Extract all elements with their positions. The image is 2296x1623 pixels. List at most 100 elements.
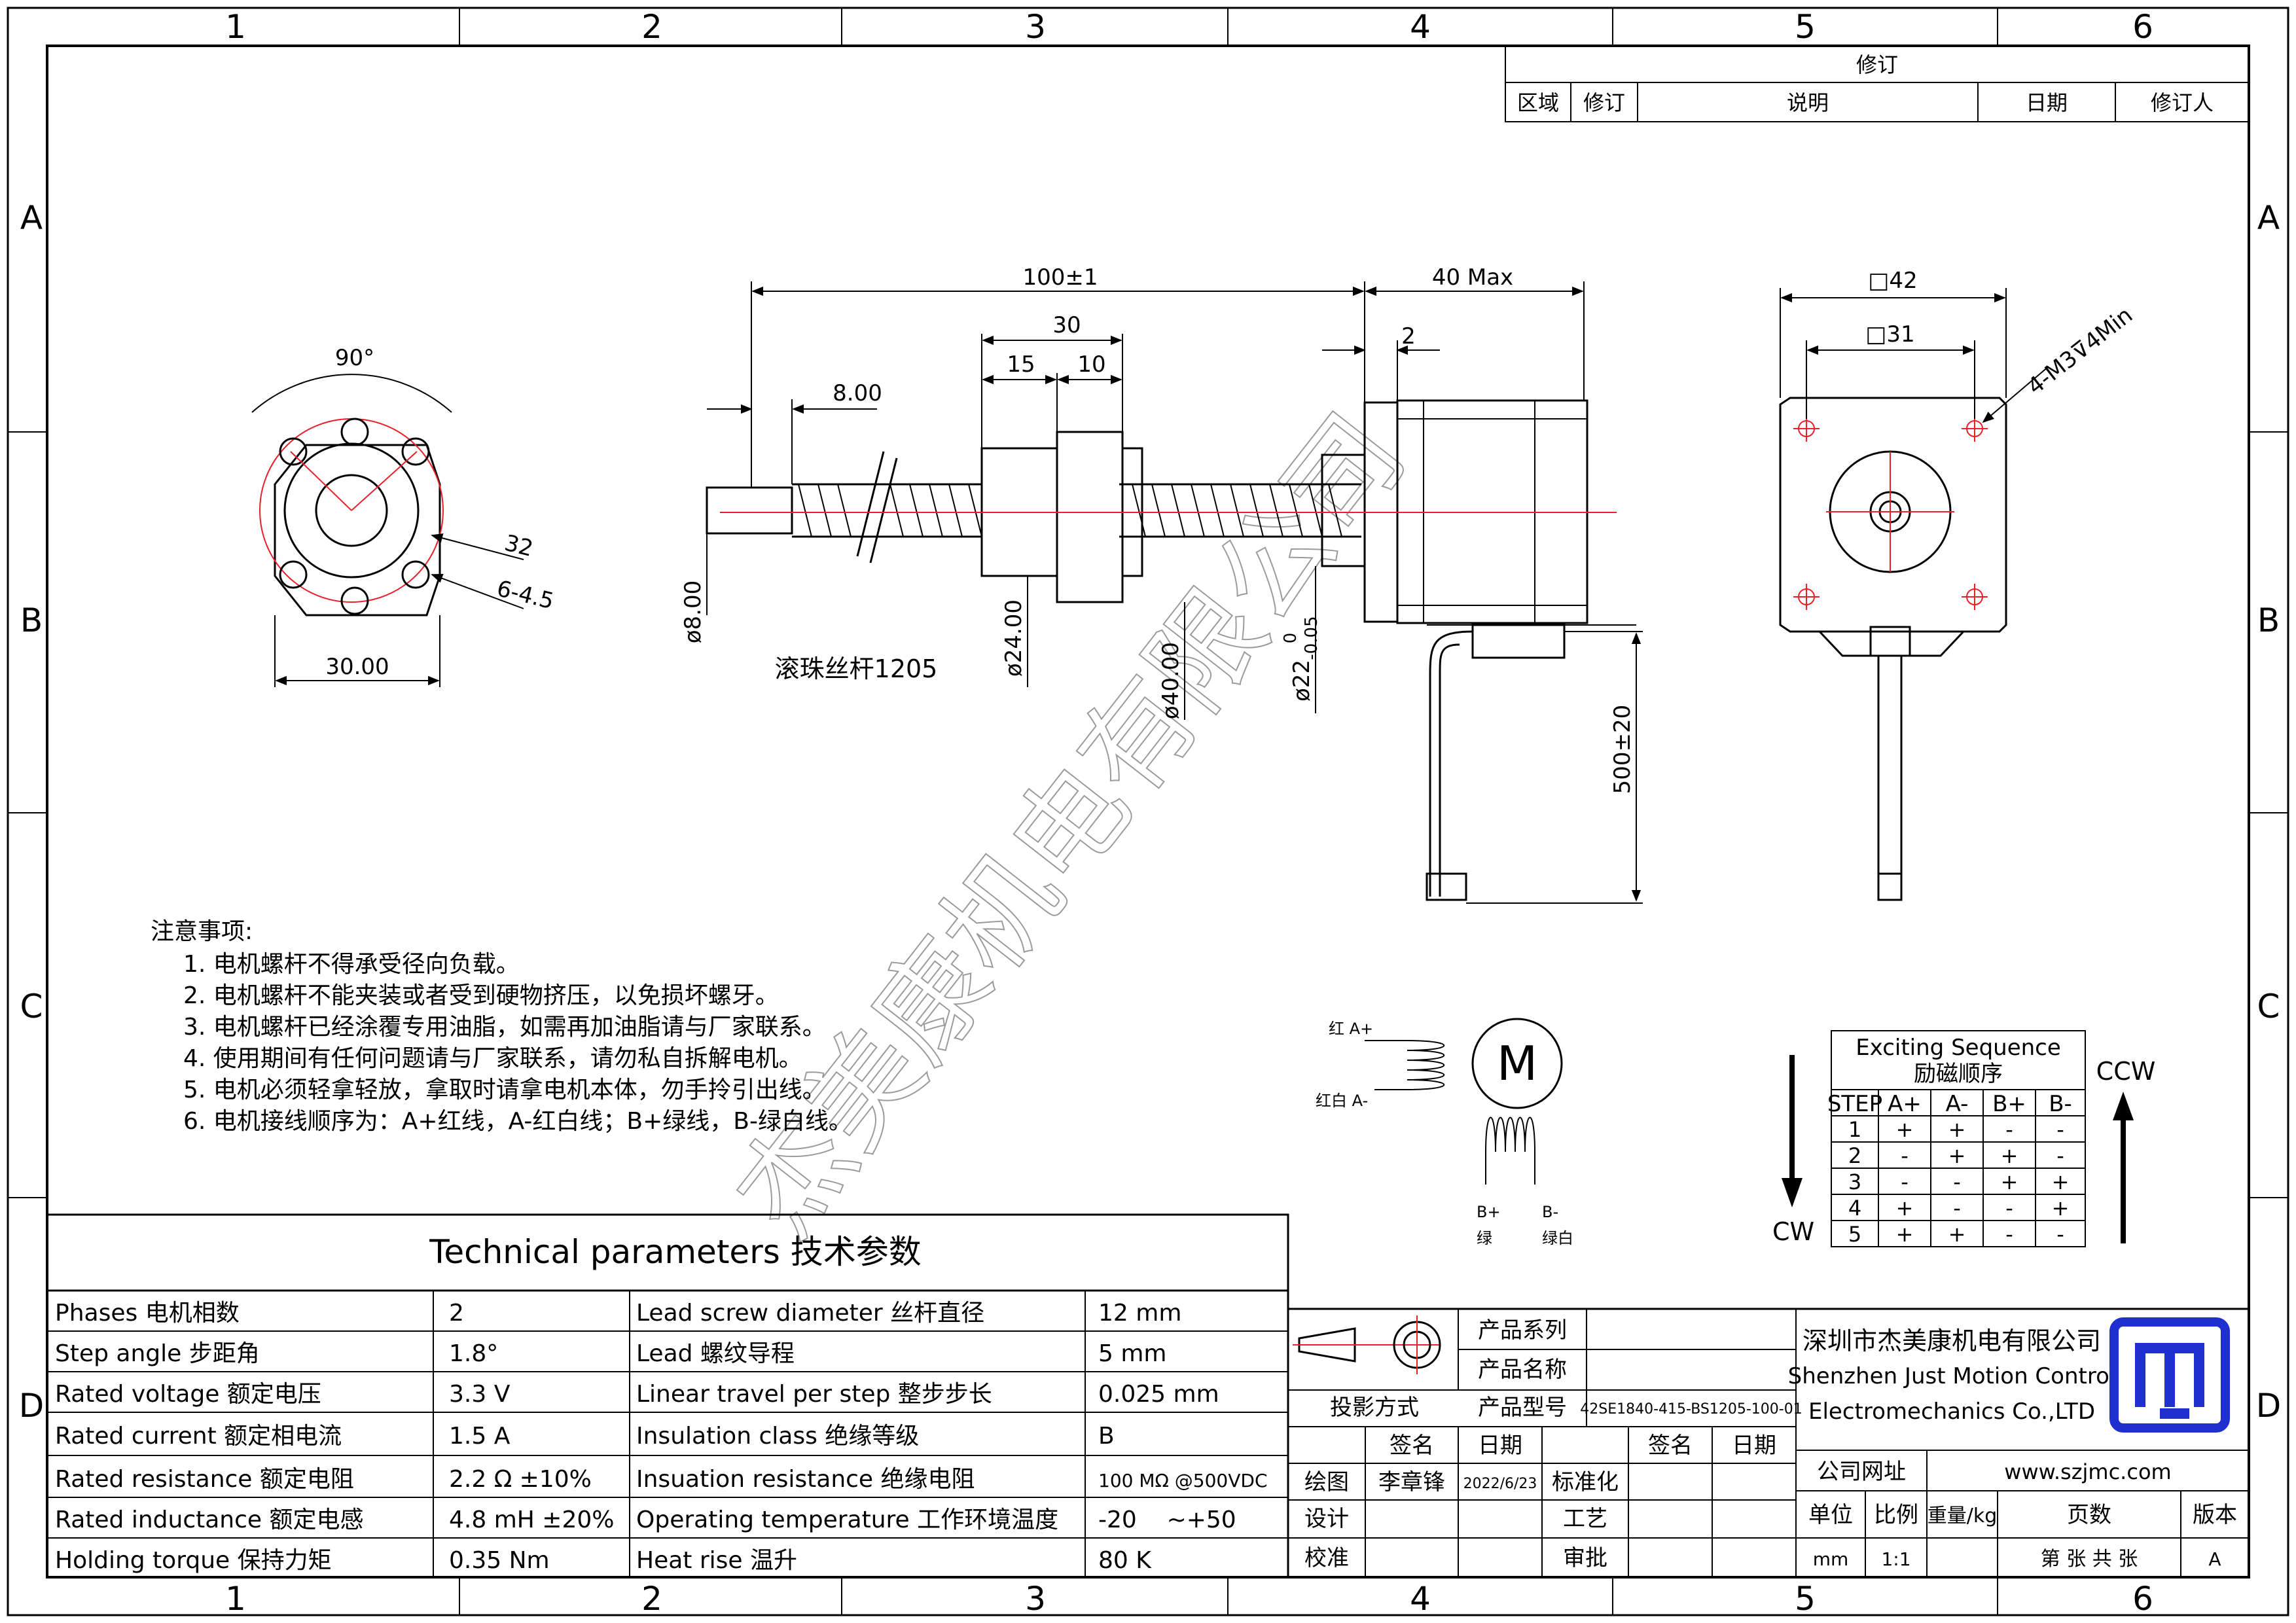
sequence-cell: - [1953,1169,1961,1194]
tb-url-label: 公司网址 [1817,1459,1906,1485]
flange-bolt-circle: 32 [502,530,536,562]
tech-cell: -20 ~+50 [1098,1507,1236,1533]
sequence-cell: - [2005,1196,2013,1221]
col-label: 2 [641,1580,662,1618]
sequence-subtitle: 励磁顺序 [1914,1061,2003,1087]
sequence-cell: + [1896,1117,1914,1142]
tb-version-val: A [2208,1548,2221,1570]
notes: 注意事项: 1. 电机螺杆不得承受径向负载。 2. 电机螺杆不能夹装或者受到硬物… [151,918,852,1135]
tb-sign: 签名 [1390,1433,1434,1459]
tb-process: 工艺 [1563,1506,1607,1532]
wire-b-minus: B- [1542,1203,1558,1221]
sequence-header: B+ [1992,1091,2026,1117]
company-logo-icon [2109,1317,2230,1433]
tb-approve: 审批 [1563,1545,1607,1571]
sequence-cell: - [1901,1143,1909,1168]
sequence-cell: + [1948,1117,1966,1142]
col-label: 3 [1025,1580,1046,1618]
tb-draw-date: 2022/6/23 [1463,1476,1537,1492]
row-label: A [20,199,43,237]
note-item: 4. 使用期间有任何问题请与厂家联系，请勿私自拆解电机。 [183,1045,802,1072]
sequence-cell: - [1953,1196,1961,1221]
sequence-title: Exciting Sequence [1856,1035,2061,1061]
dim-mounting-holes: 4-M3⊽4Min [2022,302,2138,401]
tb-projection: 投影方式 [1330,1395,1419,1421]
cw-arrow-head [1782,1178,1803,1207]
tech-cell: Step angle 步距角 [55,1340,260,1367]
front-view [1779,288,2049,901]
tb-drawer: 李章锋 [1378,1469,1445,1495]
sequence-cell: - [1901,1169,1909,1194]
sequence-cell: 5 [1848,1222,1861,1247]
sequence-cell: 3 [1848,1169,1861,1194]
dim-boss-tolerance: 0 [1281,633,1300,644]
tech-cell: Heat rise 温升 [636,1547,797,1574]
tb-scale-val: 1:1 [1881,1548,1910,1570]
dim-lead-length: 500±20 [1609,705,1636,794]
ccw-arrow-head [2113,1092,2134,1120]
sequence-cell: - [2056,1222,2064,1247]
note-item: 2. 电机螺杆不能夹装或者受到硬物挤压，以免损坏螺牙。 [183,982,779,1009]
revision-header: 日期 [2026,90,2068,115]
tech-cell: Rated voltage 额定电压 [55,1381,321,1408]
sequence-cell: + [1896,1196,1914,1221]
tech-cell: 1.5 A [449,1423,511,1450]
tech-cell: 5 mm [1098,1340,1166,1367]
tb-unit: 单位 [1808,1502,1853,1528]
wiring-diagram [1365,1018,1563,1185]
revision-header: 说明 [1787,90,1829,115]
tb-model-label: 产品型号 [1478,1395,1567,1421]
sequence-cell: + [2052,1196,2070,1221]
tech-cell: B [1098,1423,1115,1450]
sequence-cell: 2 [1848,1143,1861,1168]
dim-motor-length: 40 Max [1432,264,1513,291]
sequence-cell: + [1948,1143,1966,1168]
grid-labels: 1 2 3 4 5 6 1 2 3 4 5 6 A B C D A B C D [19,8,2282,1618]
side-view [706,281,1643,904]
tb-design: 设计 [1304,1506,1349,1532]
tb-unit-val: mm [1813,1548,1849,1570]
revision-table: 修订 区域 修订 说明 日期 修订人 [1505,45,2250,122]
motor-symbol: M [1497,1036,1537,1091]
tb-company-en1: Shenzhen Just Motion Control [1788,1363,2116,1389]
front-dimensions: □42 □31 4-M3⊽4Min [1865,268,2138,400]
col-label: 5 [1795,1580,1816,1618]
sequence-cell: + [1948,1222,1966,1247]
flange-view [251,374,524,687]
tech-cell: 100 MΩ @500VDC [1098,1470,1268,1491]
row-label: B [2257,601,2280,639]
dim-nut-a: 15 [1007,351,1035,378]
dim-nut-b: 10 [1077,351,1105,378]
wire-b-plus: B+ [1477,1203,1501,1221]
col-label: 4 [1410,8,1431,46]
tech-cell: Rated resistance 额定电阻 [55,1466,354,1493]
dim-size-outer: □42 [1868,268,1917,294]
note-item: 3. 电机螺杆已经涂覆专用油脂，如需再加油脂请与厂家联系。 [183,1014,826,1041]
tech-cell: 12 mm [1098,1300,1181,1327]
screw-label: 滚珠丝杆1205 [775,654,938,683]
grid-ticks [8,8,2288,1615]
dim-nut-diameter: ø24.00 [1001,599,1027,677]
flange-dimensions: 90° 32 6-4.5 30.00 [325,345,556,680]
row-label: C [20,988,43,1026]
tb-check: 校准 [1304,1545,1349,1571]
tech-cell: Linear travel per step 整步步长 [636,1381,992,1408]
tech-cell: 4.8 mH ±20% [449,1507,614,1533]
tb-series: 产品系列 [1478,1317,1567,1344]
col-label: 2 [641,8,662,46]
dim-flange-diameter: ø40.00 [1158,642,1184,719]
tb-scale: 比例 [1874,1502,1918,1528]
tb-date2: 日期 [1732,1433,1776,1459]
tech-cell: Insulation class 绝缘等级 [636,1423,919,1450]
side-dimensions: 100±1 40 Max 30 15 10 2 8.00 ø8.00 ø24.0… [680,264,1636,794]
row-label: D [2256,1387,2282,1425]
tb-standard: 标准化 [1552,1469,1619,1495]
wire-b-plus-color: 绿 [1477,1229,1492,1247]
note-item: 1. 电机螺杆不得承受径向负载。 [183,951,520,978]
tech-table: Technical parameters 技术参数 Phases 电机相数 2 … [46,1213,1289,1578]
tech-cell: Operating temperature 工作环境温度 [636,1507,1058,1533]
revision-header: 修订 [1583,90,1625,115]
sequence-cell: 1 [1848,1117,1861,1142]
sequence-header: STEP [1827,1091,1882,1117]
